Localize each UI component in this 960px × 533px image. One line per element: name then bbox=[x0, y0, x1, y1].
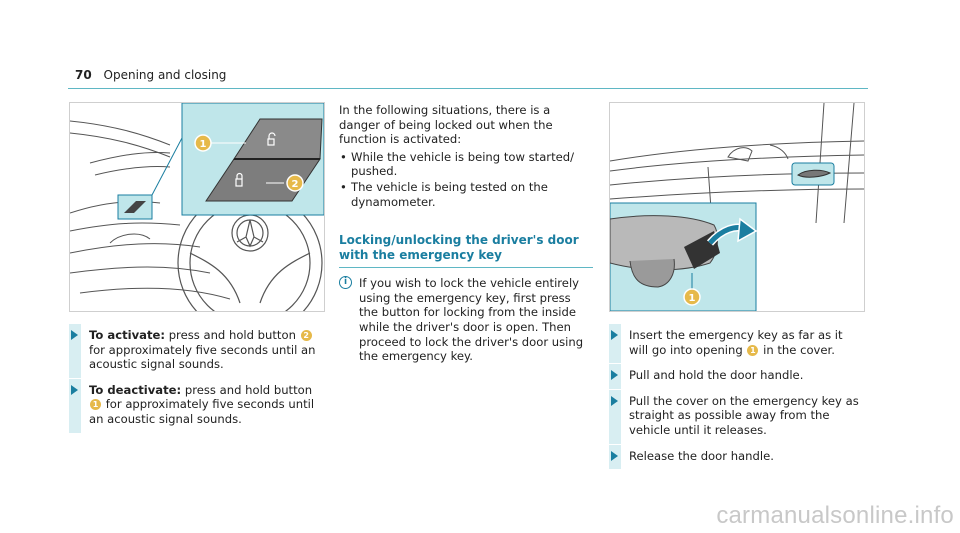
intro-paragraph: In the following situations, there is a … bbox=[339, 103, 553, 147]
callout-1-label: 1 bbox=[689, 293, 696, 304]
step-text: Pull and hold the door handle. bbox=[629, 368, 804, 383]
figure-interior-switch: 1 2 bbox=[69, 102, 325, 312]
step-label: To activate: bbox=[89, 328, 166, 342]
heading-divider bbox=[339, 267, 593, 269]
step-arrow-icon bbox=[611, 370, 618, 381]
step-arrow-icon bbox=[611, 330, 618, 340]
info-note: i If you wish to lock the vehicle entire… bbox=[339, 276, 593, 364]
page-number: 70 bbox=[75, 68, 92, 82]
step-arrow-icon bbox=[611, 395, 618, 406]
info-icon: i bbox=[339, 276, 352, 290]
danger-list: While the vehicle is being tow started/ … bbox=[339, 150, 593, 209]
header-divider bbox=[68, 88, 868, 89]
callout-1-label: 1 bbox=[200, 139, 207, 150]
step-deactivate: To deactivate: press and hold button 1 f… bbox=[69, 378, 323, 433]
step-insert-key: Insert the emergency key as far as it wi… bbox=[609, 323, 863, 364]
step-text: Insert the emergency key as far as it wi… bbox=[629, 328, 843, 357]
callout-2-label: 2 bbox=[292, 179, 299, 190]
callout-1-marker bbox=[194, 134, 212, 152]
step-text: Release the door handle. bbox=[629, 448, 774, 463]
door-handle-illustration: 1 bbox=[610, 103, 864, 311]
step-activate: To activate: press and hold button 2 for… bbox=[69, 324, 323, 378]
list-item: The vehicle is being tested on the dynam… bbox=[340, 180, 593, 209]
step-arrow-icon bbox=[71, 330, 78, 340]
callout-1-marker bbox=[683, 288, 701, 306]
callout-ref: 1 bbox=[90, 399, 101, 411]
section-title: Opening and closing bbox=[103, 68, 227, 82]
step-text: press and hold button bbox=[168, 328, 296, 342]
step-pull-handle: Pull and hold the door handle. bbox=[609, 364, 863, 389]
callout-2-marker bbox=[286, 174, 304, 192]
step-pull-cover: Pull the cover on the emergency key as s… bbox=[609, 389, 863, 444]
step-text: in the cover. bbox=[763, 342, 835, 357]
step-text: press and hold button bbox=[184, 382, 313, 397]
left-column-steps: To activate: press and hold button 2 for… bbox=[69, 324, 323, 438]
figure-door-handle: 1 bbox=[609, 102, 865, 312]
step-arrow-icon bbox=[611, 450, 618, 461]
note-text: If you wish to lock the vehicle entirely… bbox=[359, 276, 584, 364]
section-heading: Locking/unlocking the driver's door with… bbox=[339, 233, 579, 263]
step-text: for approximately five seconds until an … bbox=[89, 397, 315, 426]
right-column-steps: Insert the emergency key as far as it wi… bbox=[609, 323, 863, 474]
step-arrow-icon bbox=[71, 384, 78, 395]
page-header: 70 Opening and closing bbox=[75, 68, 226, 82]
interior-illustration: 1 2 bbox=[70, 103, 324, 311]
list-item: While the vehicle is being tow started/ … bbox=[340, 150, 593, 179]
step-label: To deactivate: bbox=[89, 382, 182, 397]
step-release-handle: Release the door handle. bbox=[609, 444, 863, 469]
watermark: carmanualsonline.info bbox=[716, 502, 954, 529]
middle-column: In the following situations, there is a … bbox=[339, 103, 593, 364]
callout-ref: 2 bbox=[300, 330, 312, 341]
callout-ref: 1 bbox=[747, 344, 759, 356]
step-text: for approximately five seconds until an … bbox=[89, 342, 316, 372]
step-text: Pull the cover on the emergency key as s… bbox=[629, 393, 859, 437]
